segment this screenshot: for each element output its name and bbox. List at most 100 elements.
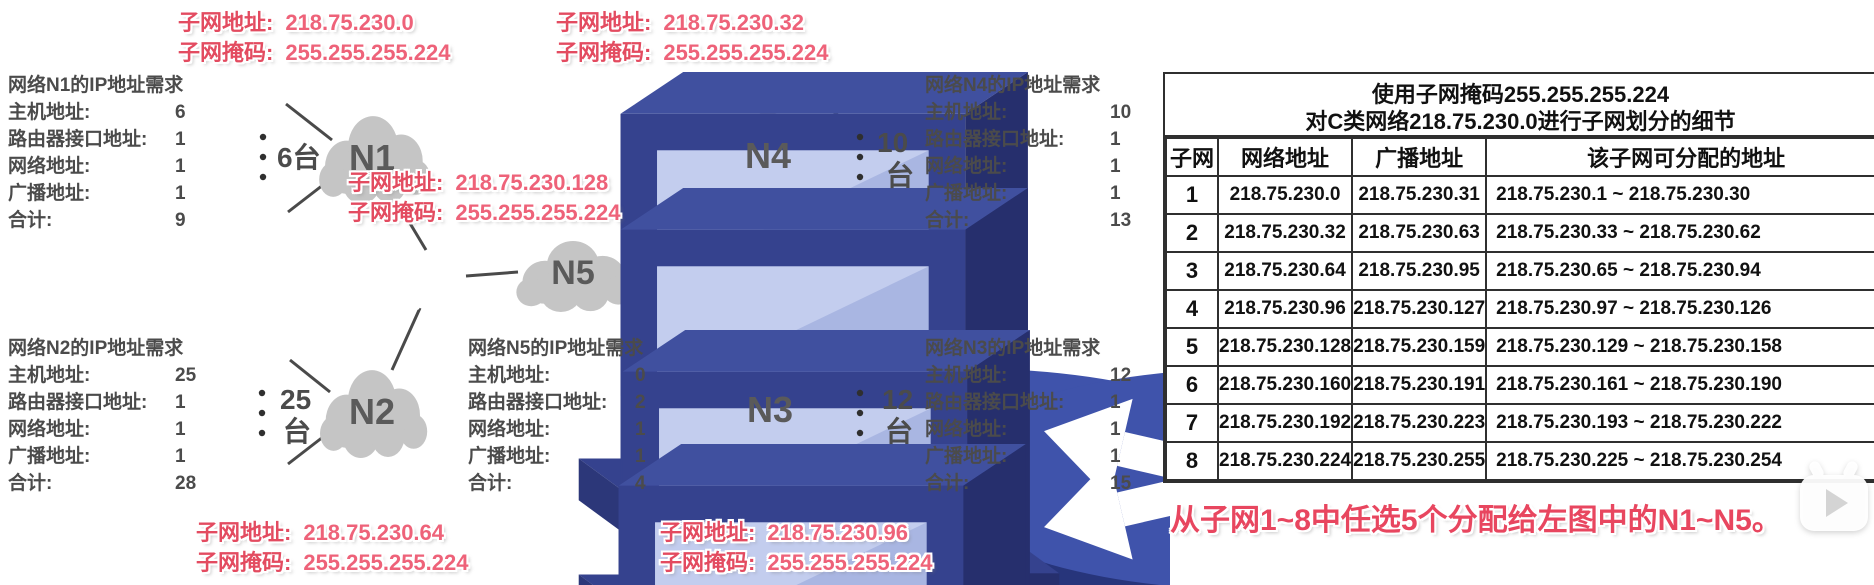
table-row: 2 218.75.230.32 218.75.230.63 218.75.230…	[1165, 213, 1874, 253]
req-title: 网络N3的IP地址需求	[925, 338, 1101, 359]
req-label: 广播地址:	[8, 183, 91, 204]
req-value: 1	[175, 156, 186, 177]
req-title: 网络N2的IP地址需求	[8, 338, 184, 359]
req-label: 合计:	[925, 210, 970, 231]
cloud-label-n4: N4	[745, 135, 791, 176]
req-label: 合计:	[8, 473, 53, 494]
table-title-line1: 使用子网掩码255.255.255.224	[1371, 82, 1670, 107]
table-title-line2: 对C类网络218.75.230.0进行子网划分的细节	[1305, 109, 1736, 134]
subnet-addr-value: 218.75.230.32	[663, 10, 805, 35]
cell-broadcast-address: 218.75.230.223	[1351, 403, 1488, 443]
req-value: 1	[635, 419, 646, 440]
req-label: 主机地址:	[925, 365, 1008, 386]
cell-network-address: 218.75.230.128	[1216, 327, 1354, 367]
table-row: 7 218.75.230.192 218.75.230.223 218.75.2…	[1165, 403, 1874, 443]
req-value: 1	[1110, 392, 1121, 413]
req-label: 网络地址:	[925, 156, 1008, 177]
req-label: 路由器接口地址:	[925, 392, 1065, 413]
cell-subnet: 3	[1165, 251, 1219, 291]
subnet-addr-value: 218.75.230.64	[303, 520, 445, 545]
cloud-label-n1: N1	[349, 137, 395, 178]
req-label: 网络地址:	[468, 419, 551, 440]
table-row: 5 218.75.230.128 218.75.230.159 218.75.2…	[1165, 327, 1874, 367]
cell-subnet: 5	[1165, 327, 1219, 367]
cell-assignable-range: 218.75.230.65 ~ 218.75.230.94	[1485, 251, 1874, 291]
host-count-n4-num: 10	[877, 127, 908, 158]
table-title: 使用子网掩码255.255.255.224 对C类网络218.75.230.0进…	[1165, 74, 1874, 137]
req-label: 广播地址:	[925, 183, 1008, 204]
cell-subnet: 1	[1165, 175, 1219, 215]
cell-subnet: 2	[1165, 213, 1219, 253]
cloud-label-n3: N3	[747, 389, 793, 430]
req-value: 0	[635, 365, 646, 386]
subnet-addr-value: 218.75.230.0	[285, 10, 414, 35]
table-row: 4 218.75.230.96 218.75.230.127 218.75.23…	[1165, 289, 1874, 329]
subnet-addr-key: 子网地址:	[196, 520, 292, 545]
requirements-n1: 网络N1的IP地址需求 主机地址:6 路由器接口地址:1 网络地址:1 广播地址…	[8, 72, 186, 234]
subnet-mask-value: 255.255.255.224	[285, 40, 451, 65]
req-title: 网络N1的IP地址需求	[8, 75, 184, 96]
subnet-addr-value: 218.75.230.128	[455, 170, 609, 195]
requirements-n4: 网络N4的IP地址需求 主机地址:10 路由器接口地址:1 网络地址:1 广播地…	[925, 72, 1131, 234]
col-header-assignable-range: 该子网可分配的地址	[1485, 137, 1874, 177]
req-label: 路由器接口地址:	[8, 392, 148, 413]
req-label: 路由器接口地址:	[8, 129, 148, 150]
subnet-label-top-mid: 子网地址:218.75.230.32 子网掩码:255.255.255.224	[556, 8, 829, 68]
assignment-instruction: 从子网1~8中任选5个分配给左图中的N1~N5。	[1170, 504, 1782, 537]
req-value: 1	[175, 446, 186, 467]
host-count-n2-unit: 台	[283, 415, 311, 447]
cell-broadcast-address: 218.75.230.63	[1351, 213, 1488, 253]
req-title: 网络N4的IP地址需求	[925, 75, 1101, 96]
cell-broadcast-address: 218.75.230.159	[1351, 327, 1488, 367]
network-topology-diagram: ROUTER ROUTER N1 N4 N5 N2 N3 6台 10 台 25 …	[258, 0, 1170, 585]
router-left-label: ROUTER	[405, 302, 451, 313]
play-overlay-button[interactable]	[1795, 460, 1874, 550]
req-label: 广播地址:	[468, 446, 551, 467]
cell-subnet: 7	[1165, 403, 1219, 443]
subnet-mask-value: 255.255.255.224	[303, 550, 469, 575]
subnet-label-top-left: 子网地址: 218.75.230.0 子网掩码: 255.255.255.224	[178, 8, 451, 68]
host-count-n4-unit: 台	[886, 159, 914, 191]
subnet-mask-value: 255.255.255.224	[455, 200, 621, 225]
host-count-n1: 6台	[277, 141, 321, 173]
cell-subnet: 4	[1165, 289, 1219, 329]
requirements-n3: 网络N3的IP地址需求 主机地址:12 路由器接口地址:1 网络地址:1 广播地…	[925, 335, 1131, 497]
req-label: 路由器接口地址:	[925, 129, 1065, 150]
cell-network-address: 218.75.230.64	[1216, 251, 1354, 291]
subnet-mask-key: 子网掩码:	[348, 200, 444, 225]
cell-broadcast-address: 218.75.230.95	[1351, 251, 1488, 291]
req-value: 1	[1110, 183, 1121, 204]
subnet-mask-key: 子网掩码:	[178, 40, 274, 65]
req-title: 网络N5的IP地址需求	[468, 338, 644, 359]
subnet-addr-key: 子网地址:	[348, 170, 444, 195]
cell-subnet: 8	[1165, 441, 1219, 481]
subnet-label-bottom-mid: 子网地址:218.75.230.96 子网掩码:255.255.255.224	[660, 518, 933, 578]
subnet-mask-key: 子网掩码:	[196, 550, 292, 575]
req-value: 2	[635, 392, 646, 413]
cell-network-address: 218.75.230.224	[1216, 441, 1354, 481]
table-row: 1 218.75.230.0 218.75.230.31 218.75.230.…	[1165, 175, 1874, 215]
col-header-network-address: 网络地址	[1216, 137, 1354, 177]
req-label: 主机地址:	[468, 365, 551, 386]
req-label: 广播地址:	[8, 446, 91, 467]
host-count-n3-unit: 台	[885, 415, 913, 447]
cloud-label-n5: N5	[551, 254, 594, 292]
subnet-mask-key: 子网掩码:	[556, 40, 652, 65]
cell-network-address: 218.75.230.192	[1216, 403, 1354, 443]
ellipsis-dots	[258, 133, 864, 437]
req-value: 1	[1110, 129, 1121, 150]
subnet-addr-key: 子网地址:	[556, 10, 652, 35]
subnet-addr-key: 子网地址:	[178, 10, 274, 35]
cell-broadcast-address: 218.75.230.31	[1351, 175, 1488, 215]
req-label: 主机地址:	[8, 102, 91, 123]
play-icon	[1800, 461, 1868, 531]
cell-assignable-range: 218.75.230.161 ~ 218.75.230.190	[1485, 365, 1874, 405]
cell-network-address: 218.75.230.160	[1216, 365, 1354, 405]
req-value: 1	[635, 446, 646, 467]
req-label: 广播地址:	[925, 446, 1008, 467]
cell-assignable-range: 218.75.230.33 ~ 218.75.230.62	[1485, 213, 1874, 253]
req-label: 主机地址:	[8, 365, 91, 386]
req-label: 网络地址:	[8, 156, 91, 177]
req-value: 1	[1110, 419, 1121, 440]
subnet-division-table: 使用子网掩码255.255.255.224 对C类网络218.75.230.0进…	[1163, 72, 1874, 483]
